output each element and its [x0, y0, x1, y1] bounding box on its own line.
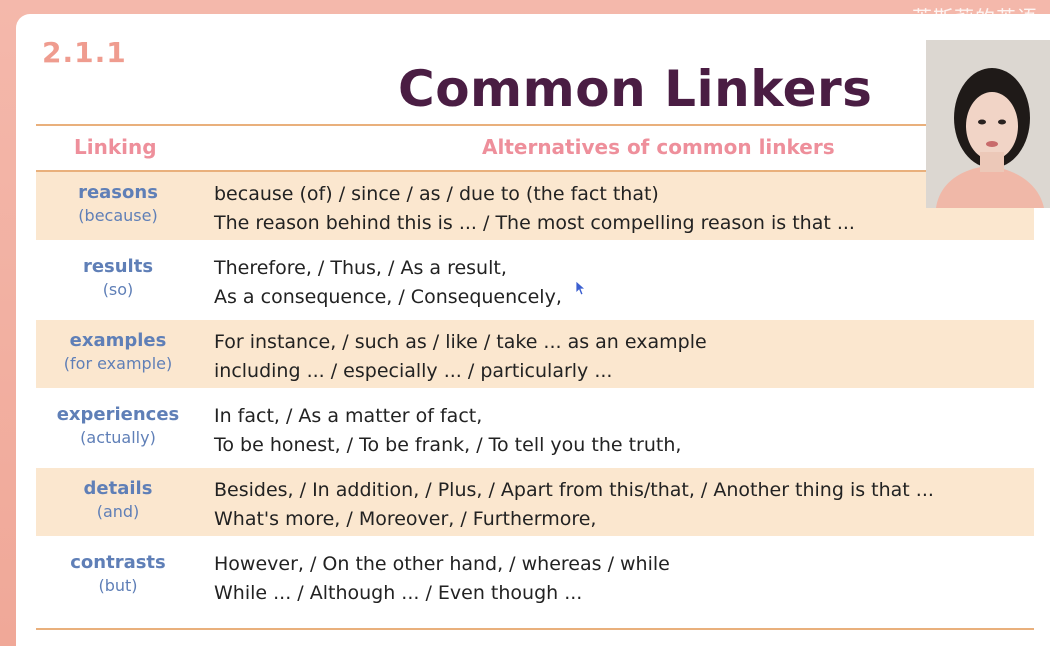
- alternatives-line: Besides, / In addition, / Plus, / Apart …: [214, 479, 934, 501]
- linking-keyword: experiences: [56, 404, 180, 425]
- linking-gloss: (actually): [80, 428, 156, 447]
- presenter-silhouette-icon: [926, 40, 1050, 208]
- linking-cell: experiences (actually): [36, 394, 200, 462]
- table-bottom-rule: [36, 628, 1034, 630]
- table-top-rule: [36, 124, 1034, 126]
- alternatives-cell: because (of) / since / as / due to (the …: [214, 180, 855, 238]
- presenter-webcam: [926, 40, 1050, 208]
- table-row-details: details (and) Besides, / In addition, / …: [36, 468, 1034, 536]
- linking-cell: contrasts (but): [36, 542, 200, 610]
- header-alternatives: Alternatives of common linkers: [482, 135, 835, 159]
- alternatives-line: including ... / especially ... / particu…: [214, 360, 613, 382]
- table-row-contrasts: contrasts (but) However, / On the other …: [36, 542, 1034, 610]
- alternatives-line: In fact, / As a matter of fact,: [214, 405, 483, 427]
- mouse-pointer-icon: [576, 281, 586, 295]
- linking-keyword: contrasts: [70, 552, 166, 573]
- linking-keyword: details: [83, 478, 153, 499]
- table-row-experiences: experiences (actually) In fact, / As a m…: [36, 394, 1034, 462]
- table-row-examples: examples (for example) For instance, / s…: [36, 320, 1034, 388]
- linking-gloss: (for example): [63, 354, 173, 373]
- alternatives-cell: Therefore, / Thus, / As a result, As a c…: [214, 254, 562, 312]
- linking-gloss: (but): [98, 576, 138, 595]
- alternatives-line: As a consequence, / Consequencely,: [214, 286, 562, 308]
- slide-title: Common Linkers: [398, 60, 873, 118]
- alternatives-line: What's more, / Moreover, / Furthermore,: [214, 508, 597, 530]
- linking-cell: reasons (because): [36, 172, 200, 240]
- linking-keyword: examples: [69, 330, 167, 351]
- linking-cell: results (so): [36, 246, 200, 314]
- linking-gloss: (and): [96, 502, 140, 521]
- alternatives-line: Therefore, / Thus, / As a result,: [214, 257, 507, 279]
- alternatives-line: However, / On the other hand, / whereas …: [214, 553, 670, 575]
- linking-gloss: (because): [78, 206, 158, 225]
- alternatives-line: The reason behind this is ... / The most…: [214, 212, 855, 234]
- linking-cell: details (and): [36, 468, 200, 536]
- alternatives-line: To be honest, / To be frank, / To tell y…: [214, 434, 682, 456]
- linking-cell: examples (for example): [36, 320, 200, 388]
- linking-keyword: reasons: [78, 182, 158, 203]
- table-header-row: Linking Alternatives of common linkers: [36, 126, 1034, 170]
- alternatives-cell: However, / On the other hand, / whereas …: [214, 550, 670, 608]
- table-row-reasons: reasons (because) because (of) / since /…: [36, 172, 1034, 240]
- channel-watermark: 莱斯莉的英语: [912, 6, 1038, 30]
- alternatives-cell: In fact, / As a matter of fact, To be ho…: [214, 402, 681, 460]
- alternatives-line: While ... / Although ... / Even though .…: [214, 582, 583, 604]
- table-row-results: results (so) Therefore, / Thus, / As a r…: [36, 246, 1034, 314]
- section-number: 2.1.1: [42, 36, 127, 69]
- linking-gloss: (so): [102, 280, 134, 299]
- alternatives-cell: For instance, / such as / like / take ..…: [214, 328, 707, 386]
- linkers-table: Linking Alternatives of common linkers r…: [36, 124, 1034, 616]
- alternatives-line: For instance, / such as / like / take ..…: [214, 331, 707, 353]
- linking-keyword: results: [82, 256, 154, 277]
- alternatives-cell: Besides, / In addition, / Plus, / Apart …: [214, 476, 934, 534]
- table-header-rule: [36, 170, 1034, 172]
- alternatives-line: because (of) / since / as / due to (the …: [214, 183, 659, 205]
- header-linking: Linking: [74, 135, 157, 159]
